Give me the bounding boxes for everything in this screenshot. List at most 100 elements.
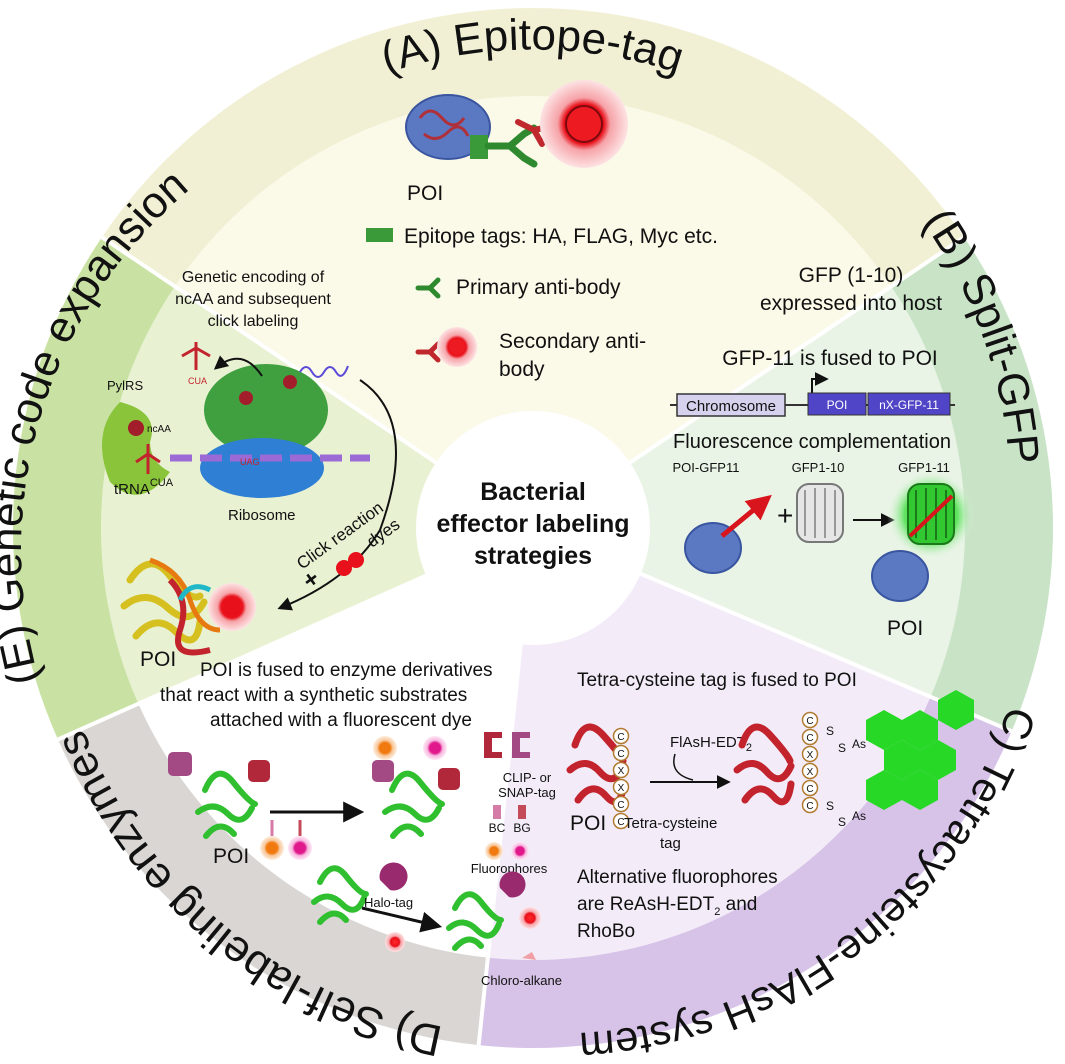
- center-disc: [416, 411, 650, 645]
- genetic-encoding-desc-3: click labeling: [208, 313, 299, 330]
- residue-bead: [612, 795, 630, 813]
- click-reaction-arrow: [277, 379, 397, 611]
- pylrs-enzyme: [102, 402, 170, 495]
- self-labeling-desc-2: that react with a synthetic substrates: [160, 685, 467, 706]
- gfp-barrel-green: [907, 483, 955, 545]
- center-title-line-1: Bacterial: [480, 478, 586, 506]
- pink-fluorophore-d2: [423, 736, 447, 760]
- poi-label-a: POI: [407, 182, 443, 205]
- pink-fluorophore-legend: [511, 842, 529, 860]
- sulfur-label-3: S: [826, 799, 834, 813]
- poi-gfp11-label: POI-GFP11: [673, 460, 740, 475]
- trna-superscript: CUA: [150, 477, 174, 489]
- epitope-tag-shape: [470, 135, 488, 159]
- panel-self-labeling: POI is fused to enzyme derivatives that …: [160, 660, 562, 988]
- sector-inner-b: [533, 286, 965, 697]
- bc-label: BC: [489, 821, 506, 835]
- gfp-host-line-1: GFP (1-10): [799, 264, 904, 287]
- secondary-fluorophore-legend-core: [449, 339, 465, 355]
- residue-label: C: [617, 800, 624, 811]
- poi-protein-fold-d2: [382, 770, 445, 839]
- flash-reagent-subscript: 2: [746, 742, 752, 754]
- alt-and-text: and: [720, 894, 757, 915]
- poi-protein-fold-d1: [195, 770, 258, 839]
- poi-protein-fold-d4: [446, 891, 504, 951]
- residue-label: C: [617, 732, 624, 743]
- snap-tag-enzyme-d1: [248, 760, 270, 782]
- poi-protein-blob-b2: [871, 550, 929, 602]
- sector-inner-d: [138, 528, 533, 958]
- cua-label-top: CUA: [188, 376, 207, 386]
- pylrs-label: PylRS: [107, 378, 143, 393]
- chromosome-box-label: Chromosome: [686, 398, 776, 415]
- panel-epitope-tag: POI Epitope tags: HA, FLAG, Myc etc. Pri…: [366, 80, 718, 381]
- trna-bound-icon: [135, 444, 161, 474]
- orange-fluorophore-d2: [373, 736, 397, 760]
- sulfur-label-4: S: [838, 815, 846, 829]
- tetracysteine-tag-label-2: tag: [660, 835, 681, 852]
- residue-label: C: [806, 784, 813, 795]
- poi-label-b: POI: [887, 617, 923, 640]
- gfp11-strand-arrow: [720, 494, 772, 538]
- residue-bead: [801, 728, 819, 746]
- clip-snap-label-2: SNAP-tag: [498, 785, 556, 800]
- panel-genetic-code: Genetic encoding of ncAA and subsequent …: [102, 269, 403, 671]
- ncaa-bead-ribosome-1: [239, 391, 253, 405]
- secondary-antibody-legend-icon: [415, 341, 441, 363]
- residue-bead: [801, 796, 819, 814]
- alternative-fluorophores-line-2: are ReAsH-EDT2 and: [577, 894, 757, 918]
- residue-bead: [612, 727, 630, 745]
- alt-reash-text: are ReAsH-EDT: [577, 894, 715, 915]
- labeled-dye-core-e: [223, 598, 241, 616]
- nascent-peptide: [299, 365, 349, 378]
- halo-tag-enzyme-d1: [379, 862, 408, 891]
- poi-protein-fold-c2: [733, 723, 795, 806]
- gfp-host-line-2: expressed into host: [760, 292, 942, 315]
- clip-tag-enzyme-d2: [372, 760, 394, 782]
- genetic-encoding-desc-1: Genetic encoding of: [182, 269, 325, 286]
- trna-recycling-arrow: [213, 355, 263, 377]
- self-labeling-desc-3: attached with a fluorescent dye: [210, 710, 472, 731]
- halo-red-fluorophore-d1: [385, 932, 405, 952]
- ribosome-label: Ribosome: [228, 507, 296, 524]
- bc-legend-icon: [493, 805, 501, 819]
- residue-bead: [612, 761, 630, 779]
- trna-label: tRNACUA: [114, 477, 174, 498]
- residue-label: X: [807, 767, 814, 778]
- fluorophore-red-core-a: [565, 105, 603, 143]
- dye-icon-2: [348, 552, 364, 568]
- residue-label: C: [806, 716, 813, 727]
- sulfur-label-1: S: [826, 724, 834, 738]
- ribosome-large-subunit: [204, 364, 328, 456]
- ncaa-bead: [128, 420, 144, 436]
- clip-tag-enzyme-d1: [168, 752, 192, 776]
- orange-fluorophore-d1: [260, 836, 284, 860]
- center-title-line-2: effector labeling: [436, 510, 629, 538]
- gfp1-11-label: GFP1-11: [898, 460, 950, 475]
- poi-protein-fold-d3: [311, 865, 369, 925]
- panel-tetracysteine: Tetra-cysteine tag is fused to POI CCXXC…: [566, 670, 974, 942]
- residue-label: X: [618, 783, 625, 794]
- epitope-tag-legend-text: Epitope tags: HA, FLAG, Myc etc.: [404, 225, 718, 248]
- fluorescein-hexagons: [866, 690, 974, 810]
- primary-antibody-legend-text: Primary anti-body: [456, 276, 621, 299]
- self-labeling-desc-1: POI is fused to enzyme derivatives: [200, 660, 493, 681]
- dye-icon-1: [336, 560, 352, 576]
- alternative-fluorophores-line-3: RhoBo: [577, 921, 635, 942]
- sector-backgrounds: [12, 7, 1053, 1048]
- residue-label: C: [806, 801, 813, 812]
- halo-tag-label: Halo-tag: [364, 895, 413, 910]
- poi-label-d: POI: [213, 845, 249, 868]
- residue-label: X: [807, 750, 814, 761]
- center-title-line-3: strategies: [474, 542, 592, 570]
- halo-red-fluorophore-d2: [519, 907, 541, 929]
- ncaa-label: ncAA: [147, 424, 171, 435]
- genetic-encoding-desc-2: ncAA and subsequent: [175, 291, 331, 308]
- gfp1-10-label: GFP1-10: [792, 460, 845, 475]
- residue-bead: [801, 762, 819, 780]
- secondary-antibody-legend-text-2: body: [499, 358, 545, 381]
- poi-label-c: POI: [570, 812, 606, 835]
- arsenic-bonds: S S As S S As: [826, 724, 866, 829]
